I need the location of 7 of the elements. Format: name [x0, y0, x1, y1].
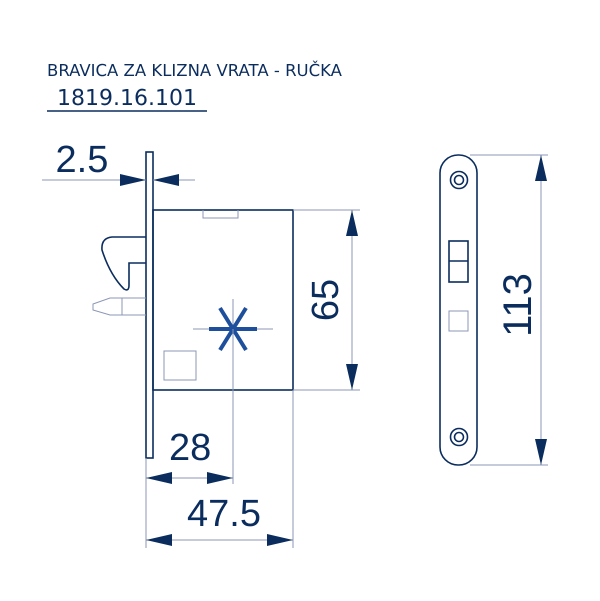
dimension-label: 113 [498, 273, 538, 337]
part-number: 1819.16.101 [57, 88, 197, 110]
dimension-label: 2.5 [56, 141, 108, 179]
dimension-label: 65 [307, 278, 346, 322]
dimension-label: 47.5 [187, 495, 261, 533]
title: BRAVICA ZA KLIZNA VRATA - RUČKA [47, 63, 342, 80]
dimension-label: 28 [169, 429, 212, 467]
